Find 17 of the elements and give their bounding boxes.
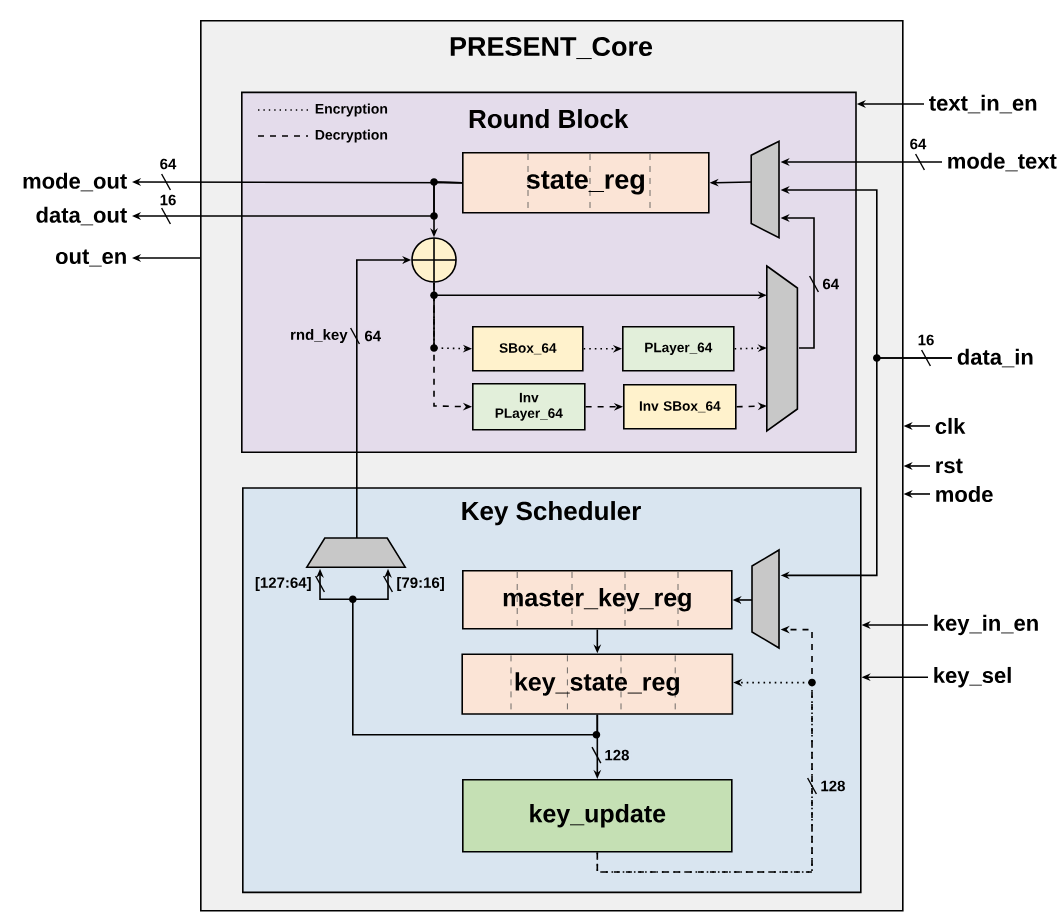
signal-label: text_in_en bbox=[929, 94, 1037, 114]
signal-label: key_in_en bbox=[934, 614, 1038, 636]
signal-label: out_en bbox=[55, 249, 126, 267]
signal-label: data_out bbox=[36, 206, 127, 226]
register-box: master_key_reg bbox=[462, 570, 733, 630]
function-box: key_update bbox=[462, 779, 733, 853]
signal-label: data_in bbox=[957, 348, 1033, 368]
arrow bbox=[596, 678, 816, 873]
register-box: state_reg bbox=[462, 152, 710, 214]
signal-label: mode_text bbox=[948, 152, 1057, 172]
signal-label: rst bbox=[936, 458, 963, 474]
register-box: key_state_reg bbox=[461, 653, 734, 715]
signal-label: mode_out bbox=[23, 172, 127, 192]
signal-label: mode bbox=[936, 485, 993, 503]
xor-circle bbox=[411, 237, 457, 283]
signal-label: clk bbox=[935, 417, 966, 435]
signal-label: key_sel bbox=[934, 666, 1011, 688]
